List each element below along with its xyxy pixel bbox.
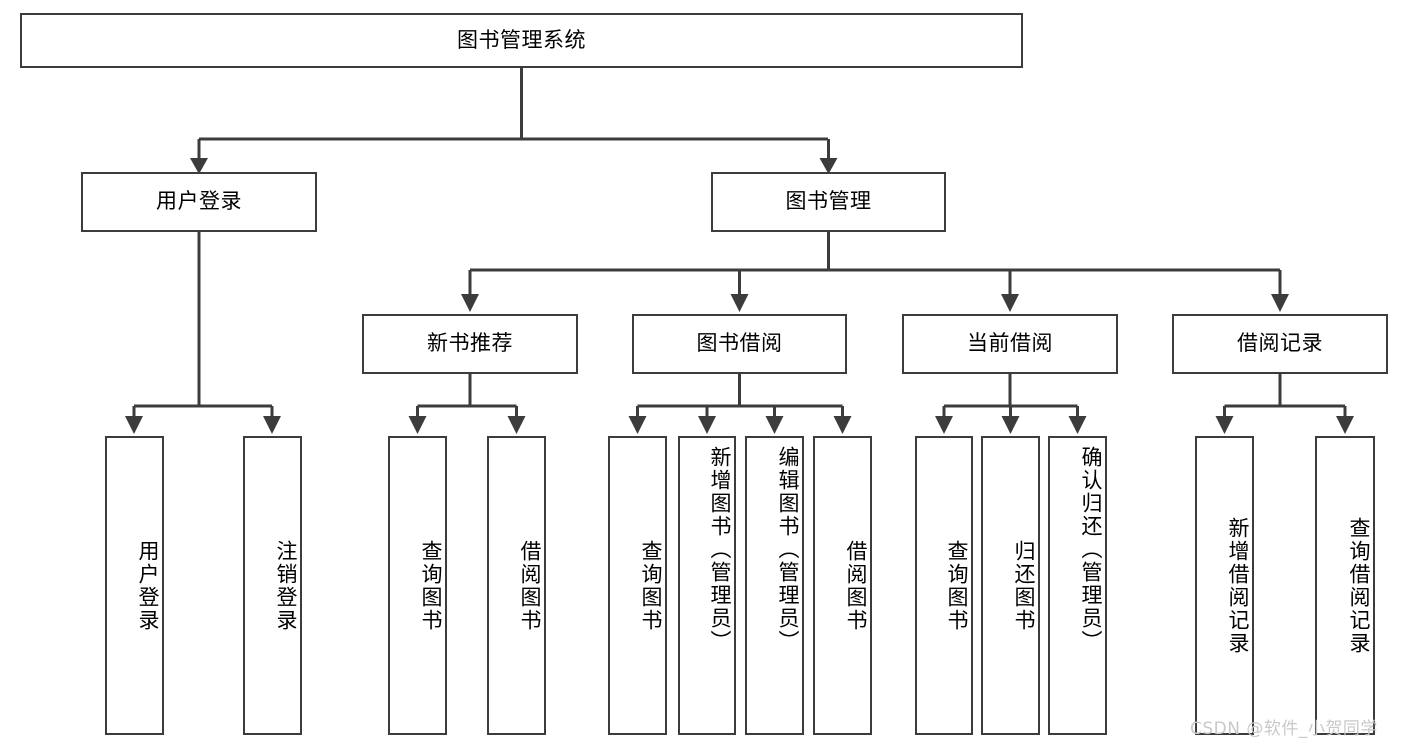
leaf-confirm-return-admin[interactable]: 确认归还（管理员） [1048,436,1107,735]
leaf-logout[interactable]: 注销登录 [243,436,302,735]
leaf-query-books-recommendation[interactable]: 查询图书 [388,436,447,735]
leaf-query-books-borrowing[interactable]: 查询图书 [608,436,667,735]
node-current-borrowing[interactable]: 当前借阅 [902,314,1118,374]
node-new-book-recommendation[interactable]: 新书推荐 [362,314,578,374]
leaf-query-books-current[interactable]: 查询图书 [915,436,973,735]
node-user-login[interactable]: 用户登录 [81,172,317,232]
leaf-edit-book-admin[interactable]: 编辑图书（管理员） [745,436,804,735]
leaf-add-book-admin[interactable]: 新增图书（管理员） [678,436,736,735]
node-book-borrowing[interactable]: 图书借阅 [632,314,847,374]
node-book-management[interactable]: 图书管理 [711,172,946,232]
leaf-add-borrowing-record[interactable]: 新增借阅记录 [1195,436,1254,735]
leaf-borrow-books[interactable]: 借阅图书 [813,436,872,735]
leaf-borrow-books-recommendation[interactable]: 借阅图书 [487,436,546,735]
node-root-library-management-system[interactable]: 图书管理系统 [20,13,1023,68]
node-borrowing-records[interactable]: 借阅记录 [1172,314,1388,374]
leaf-return-books[interactable]: 归还图书 [981,436,1040,735]
leaf-query-borrowing-record[interactable]: 查询借阅记录 [1315,436,1375,735]
leaf-user-login[interactable]: 用户登录 [105,436,164,735]
watermark-credit: CSDN @软件_小贺同学 [1190,719,1378,739]
